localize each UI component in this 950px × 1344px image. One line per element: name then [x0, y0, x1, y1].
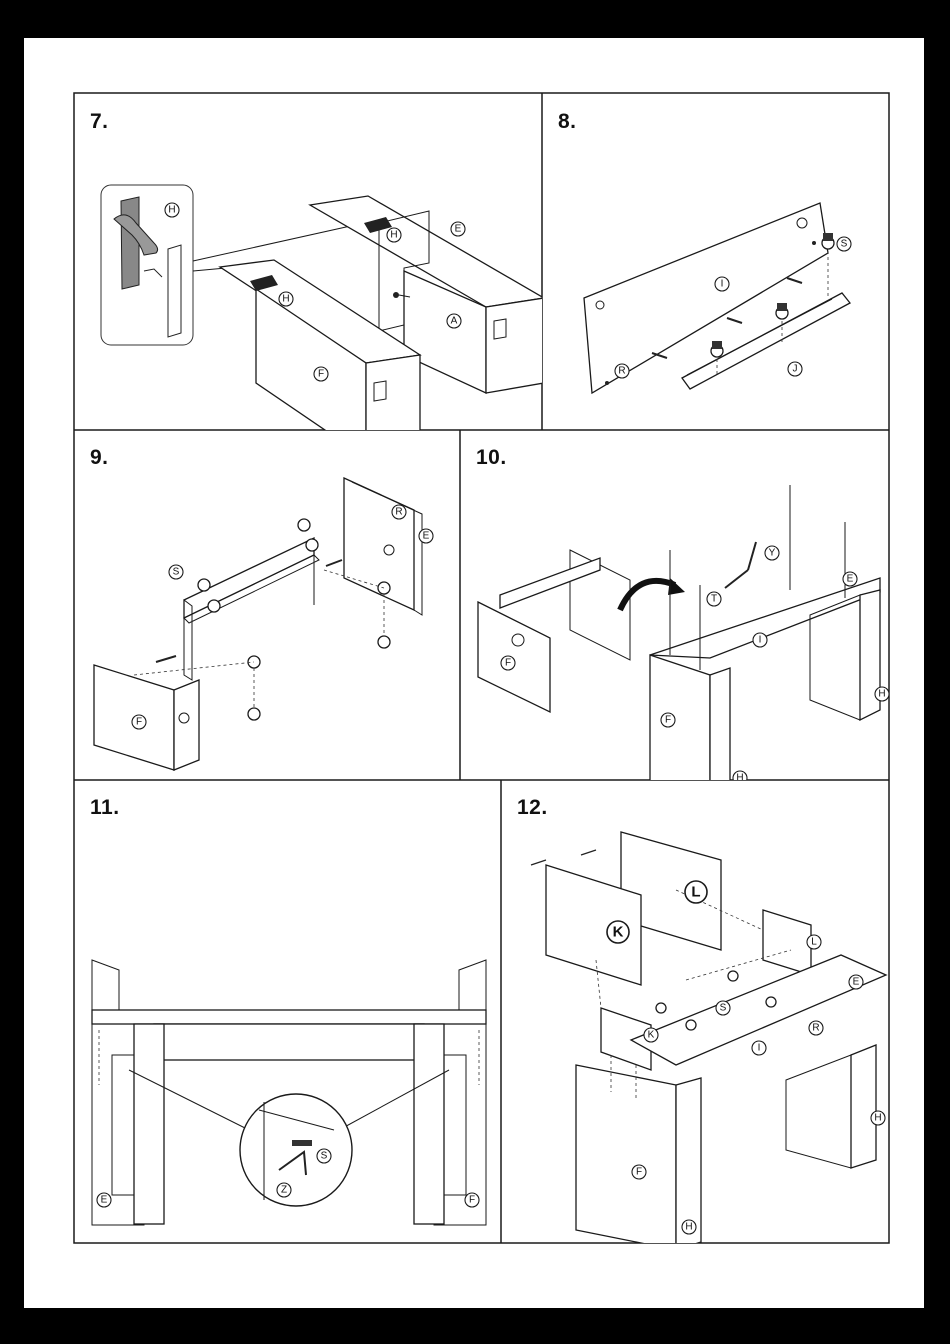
- label-A: A: [447, 314, 461, 328]
- svg-text:F: F: [665, 715, 671, 726]
- label-I: I: [715, 277, 729, 291]
- svg-text:H: H: [168, 205, 175, 216]
- svg-text:S: S: [173, 567, 180, 578]
- label-Y: Y: [765, 546, 779, 560]
- svg-text:F: F: [505, 658, 511, 669]
- detail-zoom-circle: [240, 1094, 352, 1206]
- step-10-diagram: Y E T I F F H H: [460, 430, 889, 780]
- label-H: H: [875, 687, 889, 701]
- svg-text:E: E: [853, 977, 860, 988]
- label-F-small: F: [501, 656, 515, 670]
- label-H: H: [387, 228, 401, 242]
- label-S: S: [317, 1149, 331, 1163]
- side-panel-F2: [650, 655, 710, 780]
- label-S: S: [169, 565, 183, 579]
- step-12-diagram: L K L E S R K I F H H: [501, 780, 889, 1243]
- svg-text:H: H: [282, 294, 289, 305]
- step-9-diagram: R E S F: [74, 430, 460, 780]
- label-F: F: [132, 715, 146, 729]
- svg-text:R: R: [812, 1023, 819, 1034]
- svg-text:E: E: [101, 1195, 108, 1206]
- label-H: H: [682, 1220, 696, 1234]
- label-F: F: [632, 1165, 646, 1179]
- svg-text:R: R: [395, 507, 402, 518]
- svg-text:Z: Z: [281, 1185, 287, 1196]
- instruction-sheet: 7. H H E A H F 8.: [24, 38, 924, 1308]
- label-I: I: [753, 633, 767, 647]
- label-J: J: [788, 362, 802, 376]
- svg-text:K: K: [648, 1030, 655, 1041]
- svg-text:I: I: [758, 1043, 761, 1054]
- label-L: L: [807, 935, 821, 949]
- svg-text:H: H: [874, 1113, 881, 1124]
- step-11-diagram: S Z E F: [74, 780, 501, 1243]
- svg-text:S: S: [841, 239, 848, 250]
- svg-text:A: A: [451, 316, 458, 327]
- side-panel-F: [576, 1065, 676, 1243]
- label-H: H: [165, 203, 179, 217]
- label-E: E: [849, 975, 863, 989]
- label-F: F: [314, 367, 328, 381]
- svg-text:S: S: [720, 1003, 727, 1014]
- svg-text:H: H: [736, 773, 743, 781]
- side-panel-F: [478, 602, 550, 712]
- svg-text:H: H: [685, 1222, 692, 1233]
- label-F: F: [661, 713, 675, 727]
- adhesive-tape: [121, 197, 139, 289]
- label-I: I: [752, 1041, 766, 1055]
- label-E: E: [419, 529, 433, 543]
- label-F: F: [465, 1193, 479, 1207]
- label-E: E: [843, 572, 857, 586]
- svg-text:E: E: [847, 574, 854, 585]
- step-8-diagram: S I R J: [542, 93, 889, 430]
- svg-text:L: L: [811, 937, 817, 948]
- label-E: E: [451, 222, 465, 236]
- label-H: H: [871, 1111, 885, 1125]
- svg-text:H: H: [878, 689, 885, 700]
- svg-text:E: E: [455, 224, 462, 235]
- svg-text:J: J: [793, 364, 798, 375]
- svg-text:I: I: [721, 279, 724, 290]
- label-L-large: L: [685, 881, 707, 903]
- label-K-large: K: [607, 921, 629, 943]
- label-H: H: [733, 771, 747, 780]
- label-T: T: [707, 592, 721, 606]
- svg-text:I: I: [759, 635, 762, 646]
- svg-text:K: K: [613, 924, 624, 941]
- label-E: E: [97, 1193, 111, 1207]
- svg-text:F: F: [469, 1195, 475, 1206]
- svg-text:T: T: [711, 594, 717, 605]
- svg-text:F: F: [318, 369, 324, 380]
- svg-text:F: F: [636, 1167, 642, 1178]
- svg-text:Y: Y: [769, 548, 776, 559]
- step-7-diagram: H H E A H F: [74, 93, 542, 430]
- svg-text:S: S: [321, 1151, 328, 1162]
- label-R: R: [809, 1021, 823, 1035]
- label-R: R: [392, 505, 406, 519]
- svg-text:H: H: [390, 230, 397, 241]
- label-R: R: [615, 364, 629, 378]
- svg-text:F: F: [136, 717, 142, 728]
- label-K: K: [644, 1028, 658, 1042]
- label-S: S: [716, 1001, 730, 1015]
- label-H: H: [279, 292, 293, 306]
- svg-text:E: E: [423, 531, 430, 542]
- svg-text:L: L: [691, 884, 700, 901]
- label-Z: Z: [277, 1183, 291, 1197]
- label-S: S: [837, 237, 851, 251]
- svg-text:R: R: [618, 366, 625, 377]
